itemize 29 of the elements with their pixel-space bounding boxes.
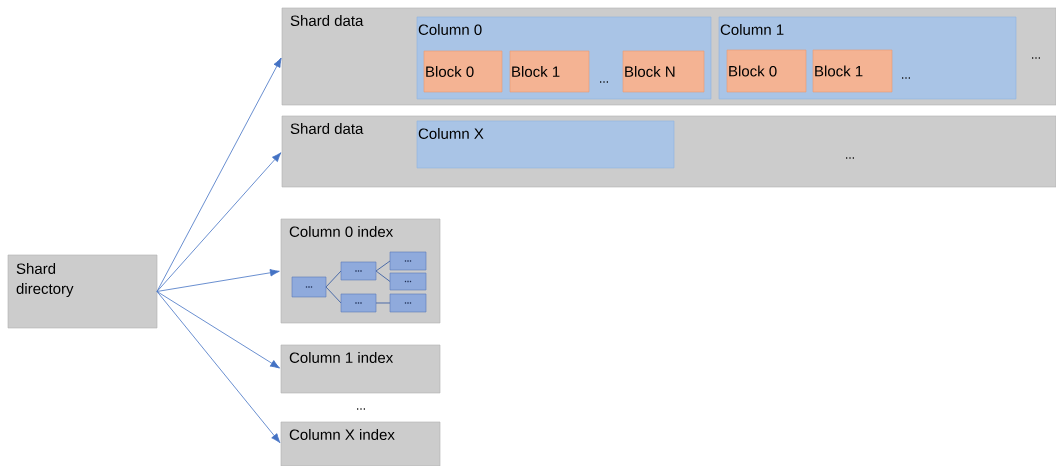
arrow: [156, 291, 281, 444]
connector-line: [325, 286, 342, 304]
block-box: Block 1: [509, 50, 590, 93]
column-box: Column X: [416, 120, 675, 169]
arrow: [156, 152, 282, 292]
index-box: Column X index: [280, 421, 441, 466]
arrow: [156, 291, 280, 369]
block-box: Block N: [622, 50, 705, 93]
ellipsis-text: ...: [600, 81, 608, 83]
tree-node-box: ...: [291, 276, 327, 298]
arrow: [156, 269, 280, 292]
ellipsis-text: ...: [357, 408, 365, 410]
arrow: [156, 57, 282, 292]
ellipsis-text: ...: [846, 157, 854, 159]
block-box: Block 0: [726, 49, 807, 93]
tree-node-box: ...: [389, 251, 427, 271]
tree-node-box: ...: [340, 293, 377, 313]
connector-line: [325, 270, 342, 288]
tree-node-box: ...: [389, 272, 427, 291]
directory-box: Shard directory: [7, 254, 158, 329]
connector-line: [375, 260, 391, 272]
connector-line: [375, 270, 391, 282]
index-box: Column 1 index: [280, 344, 441, 394]
tree-node-box: ...: [389, 293, 427, 313]
block-box: Block 0: [423, 50, 503, 93]
tree-node-box: ...: [340, 261, 377, 281]
block-box: Block 1: [812, 49, 893, 93]
ellipsis-text: ...: [1032, 57, 1040, 59]
connector-line: [375, 302, 391, 304]
